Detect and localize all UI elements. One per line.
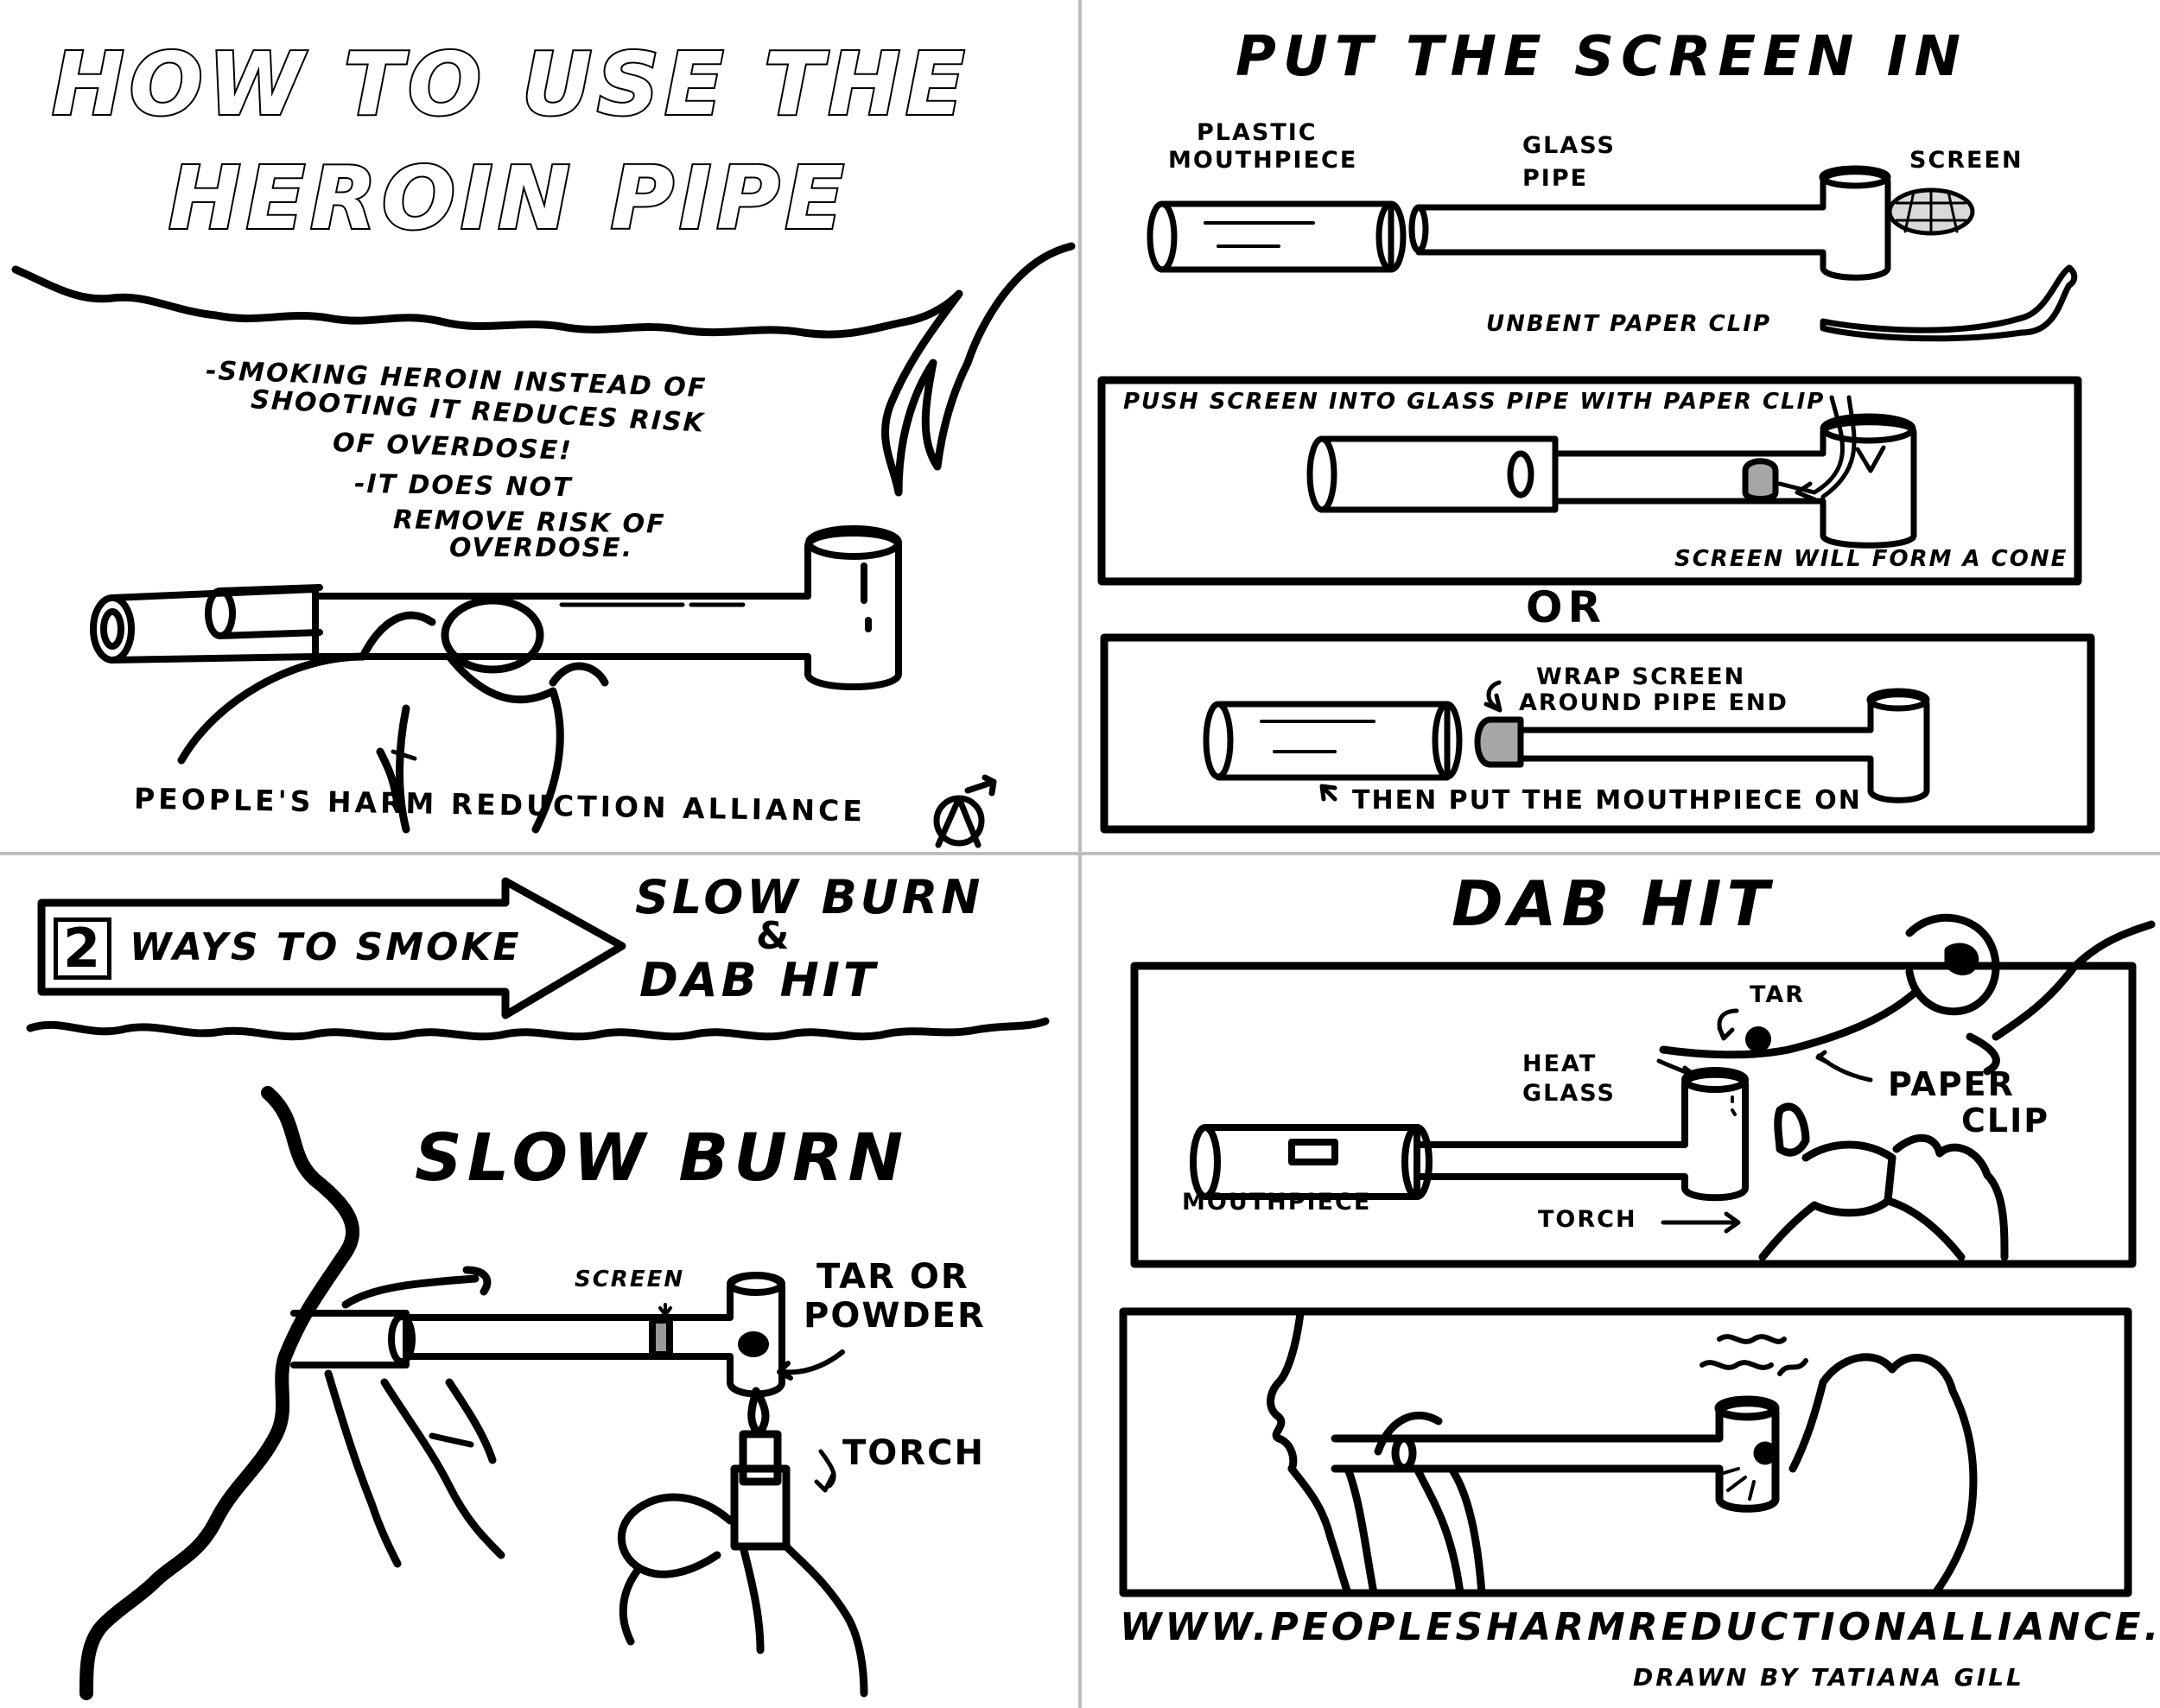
label-screen: SCREEN: [1909, 147, 2023, 174]
parts-screen: [1887, 187, 1975, 236]
ways-to-smoke-arrow: [37, 877, 626, 1019]
parts-glass-pipe: [1408, 165, 1891, 281]
slow-burn-pipe: [290, 1272, 845, 1398]
method-ampersand: &: [756, 914, 791, 958]
dab-hit-torch-hand: [1758, 1102, 2009, 1261]
smoke-edge-left: [79, 1086, 360, 1700]
dab-hit-label-glass: GLASS: [1522, 1080, 1616, 1107]
dab-hit-face-and-pipe: [1267, 1309, 1808, 1597]
step-1-frame: [1097, 376, 2082, 586]
step-1-pipe: [1306, 395, 1917, 549]
dab-hit-label-heat: HEAT: [1522, 1051, 1598, 1077]
slow-burn-hand-holding-pipe: [324, 1266, 505, 1568]
parts-mouthpiece: [1147, 200, 1407, 273]
parts-paper-clip: [1820, 264, 2078, 342]
slow-burn-torch-and-hand: [617, 1387, 868, 1698]
step-2-frame: [1100, 633, 2095, 834]
method-dab-hit: DAB HIT: [639, 953, 879, 1007]
dab-hit-label-torch: TORCH: [1538, 1206, 1637, 1233]
step-2-line-2: AROUND PIPE END: [1519, 689, 1788, 716]
label-pipe: PIPE: [1522, 165, 1589, 192]
note-2-line-3: OVERDOSE.: [449, 533, 634, 563]
step-2-line-1: WRAP SCREEN: [1536, 664, 1746, 690]
dab-hit-label-mouthpiece: MOUTHPIECE: [1182, 1189, 1372, 1216]
dab-hit-frame-2: [1119, 1307, 2132, 1597]
heroin-pipe-main: [90, 525, 902, 690]
slow-burn-label-torch: TORCH: [842, 1433, 985, 1473]
organization-logo: [933, 774, 997, 848]
note-2-line-1: -IT DOES NOT: [353, 468, 573, 504]
website-link[interactable]: WWW.PEOPLESHARMREDUCTIONALLIANCE.ORG: [1120, 1605, 2160, 1649]
dab-hit-label-paper: PAPER: [1888, 1065, 2015, 1103]
dab-hit-hand-with-tar: [1659, 913, 2156, 1076]
main-title-line-1: HOW TO USE THE: [50, 34, 970, 135]
slow-burn-label-tar-line-1: TAR OR: [816, 1257, 969, 1297]
artist-credit: DRAWN BY TATIANA GILL: [1633, 1663, 2024, 1692]
dab-hit-title: DAB HIT: [1452, 867, 1775, 940]
panel-2-title: PUT THE SCREEN IN: [1236, 25, 1968, 89]
dab-hit-label-clip: CLIP: [1961, 1102, 2050, 1140]
label-unbent-paper-clip: UNBENT PAPER CLIP: [1486, 311, 1772, 337]
step-2-result: THEN PUT THE MOUTHPIECE ON: [1352, 785, 1862, 816]
hand-holding-pipe-panel-1: [177, 596, 609, 834]
label-mouthpiece: MOUTHPIECE: [1168, 147, 1358, 174]
step-1-result: SCREEN WILL FORM A CONE: [1674, 546, 2068, 572]
step-1-instruction: PUSH SCREEN INTO GLASS PIPE WITH PAPER C…: [1123, 389, 1826, 415]
dab-hit-frame-1: [1130, 962, 2137, 1268]
smoke-wave-divider: [26, 1017, 1050, 1041]
dab-hit-torch-arrow: [1661, 1211, 1741, 1234]
arrow-number: 2: [54, 917, 112, 980]
arrow-text: WAYS TO SMOKE: [130, 925, 522, 969]
dab-hit-tar-ball: [1745, 1026, 1771, 1052]
main-title-line-2: HEROIN PIPE: [167, 148, 849, 249]
or-divider: OR: [1526, 582, 1607, 632]
dab-hit-tar-arrow: [1717, 1008, 1739, 1041]
smoke-cloud-outline: [11, 242, 1076, 497]
dab-hit-label-tar: TAR: [1750, 981, 1806, 1008]
dab-hit-hands-face: [1344, 1353, 1978, 1597]
step-2-pipe: [1203, 680, 1930, 803]
method-slow-burn: SLOW BURN: [635, 870, 984, 924]
slow-burn-title: SLOW BURN: [415, 1119, 909, 1196]
label-glass: GLASS: [1522, 132, 1616, 159]
label-plastic: PLASTIC: [1197, 119, 1318, 146]
dab-hit-clip-arrow: [1815, 1050, 1873, 1083]
mouthpiece-end: [90, 594, 135, 664]
slow-burn-label-screen: SCREEN: [575, 1267, 685, 1292]
slow-burn-label-tar-line-2: POWDER: [804, 1296, 986, 1336]
dab-hit-pipe-1: [1190, 1067, 1749, 1202]
